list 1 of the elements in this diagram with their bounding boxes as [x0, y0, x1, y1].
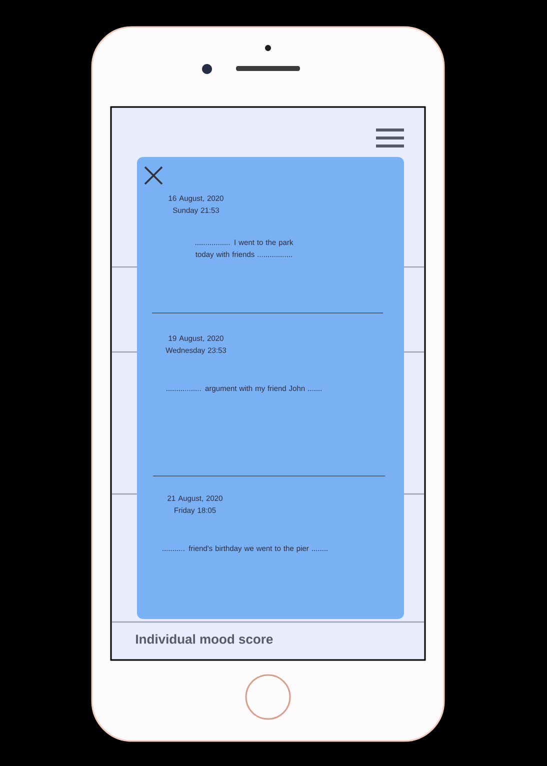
section-heading: Individual mood score	[136, 634, 273, 644]
